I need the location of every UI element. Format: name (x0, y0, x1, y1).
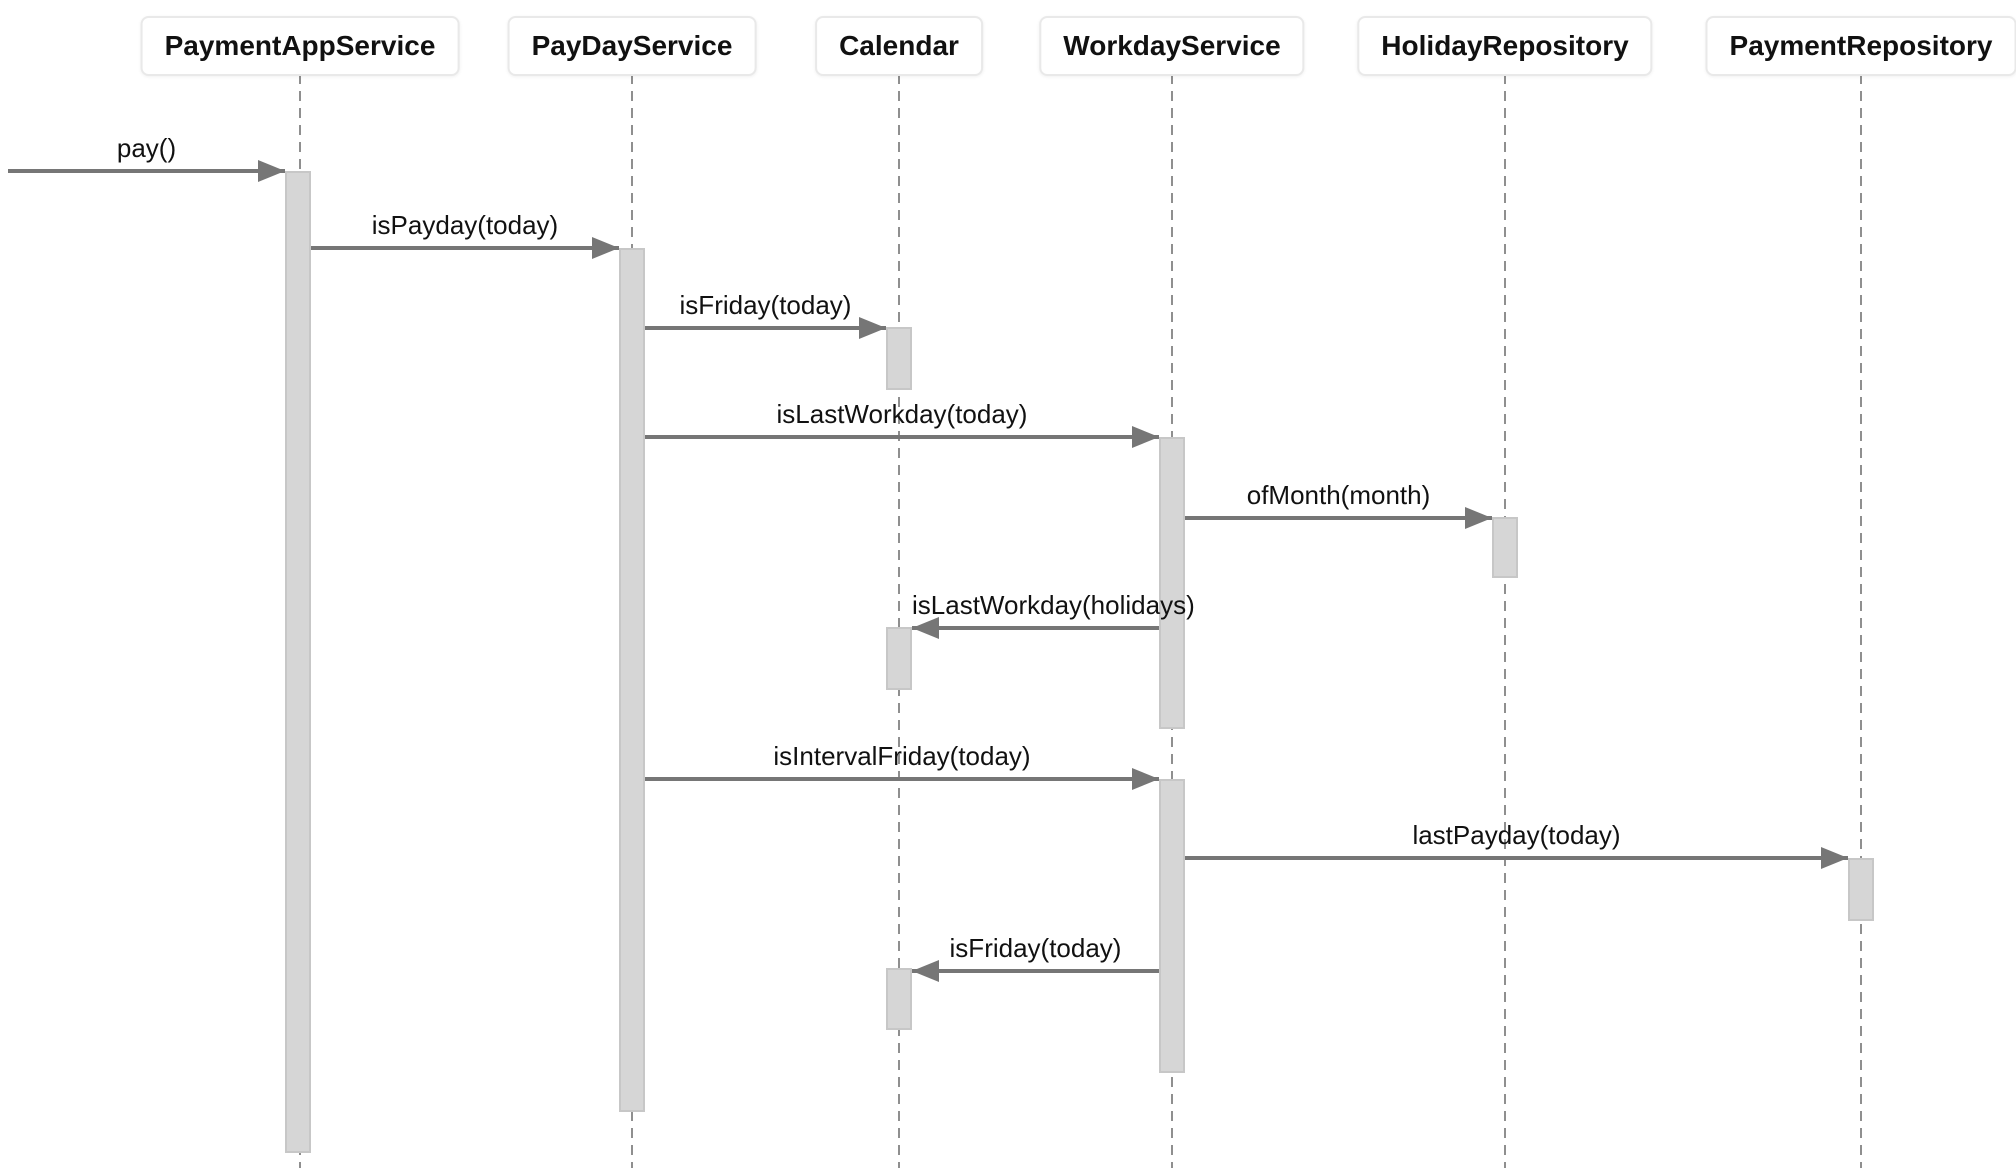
participant-name: PaymentAppService (164, 30, 436, 61)
activation-bar-calendar (886, 327, 912, 390)
activation-bar-paymentrepository (1848, 858, 1874, 921)
activation-bar-calendar (886, 968, 912, 1030)
lifeline-calendar (898, 74, 900, 1168)
arrowhead-icon (258, 160, 285, 182)
activation-bar-workdayservice (1159, 437, 1185, 729)
arrowhead-icon (592, 237, 619, 259)
participant-name: WorkdayService (1063, 30, 1281, 61)
message-line (1185, 516, 1492, 520)
message-line (912, 626, 1159, 630)
message-line (311, 246, 619, 250)
arrowhead-icon (1821, 847, 1848, 869)
activation-bar-calendar (886, 627, 912, 690)
participant-name: PayDayService (531, 30, 733, 61)
participant-box-calendar: Calendar (815, 16, 983, 76)
activation-bar-paymentappservice (285, 171, 311, 1153)
activation-bar-workdayservice (1159, 779, 1185, 1073)
message-label: isIntervalFriday(today) (773, 741, 1031, 771)
message-label: pay() (116, 133, 177, 163)
arrowhead-icon (912, 960, 939, 982)
message-label: lastPayday(today) (1412, 820, 1621, 850)
message-line (645, 435, 1159, 439)
participant-box-workdayservice: WorkdayService (1039, 16, 1305, 76)
participant-name: Calendar (839, 30, 959, 61)
message-line (1185, 856, 1848, 860)
arrowhead-icon (1465, 507, 1492, 529)
message-line (912, 969, 1159, 973)
participant-box-holidayrepository: HolidayRepository (1357, 16, 1653, 76)
participant-box-paymentappservice: PaymentAppService (140, 16, 460, 76)
message-line (645, 326, 886, 330)
arrowhead-icon (1132, 768, 1159, 790)
message-label: isLastWorkday(holidays) (912, 590, 1195, 620)
activation-bar-paydayservice (619, 248, 645, 1112)
message-label: isPayday(today) (371, 210, 559, 240)
message-line (645, 777, 1159, 781)
arrowhead-icon (859, 317, 886, 339)
activation-bar-holidayrepository (1492, 517, 1518, 578)
arrowhead-icon (912, 617, 939, 639)
lifeline-paymentrepository (1860, 74, 1862, 1168)
message-line (8, 169, 285, 173)
participant-name: HolidayRepository (1381, 30, 1629, 61)
participant-box-paymentrepository: PaymentRepository (1705, 16, 2016, 76)
message-label: isLastWorkday(today) (776, 399, 1028, 429)
message-label: isFriday(today) (679, 290, 852, 320)
lifeline-holidayrepository (1504, 74, 1506, 1168)
participant-name: PaymentRepository (1729, 30, 1993, 61)
arrowhead-icon (1132, 426, 1159, 448)
participant-box-paydayservice: PayDayService (507, 16, 757, 76)
message-label: ofMonth(month) (1246, 480, 1431, 510)
message-label: isFriday(today) (949, 933, 1122, 963)
